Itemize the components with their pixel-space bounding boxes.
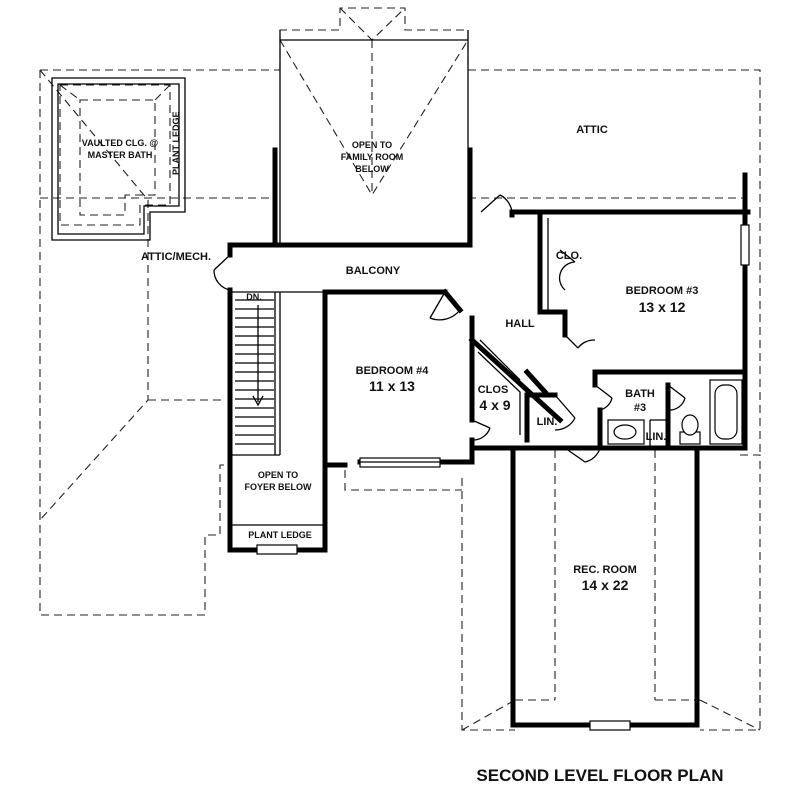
doors [213, 194, 686, 463]
plant-ledge-bottom-label: PLANT LEDGE [248, 530, 312, 540]
solid-walls [227, 172, 751, 728]
closet-shelves [477, 218, 549, 435]
open-family-label-2: FAMILY ROOM [341, 152, 404, 162]
clo-label: CLO. [556, 250, 582, 262]
vaulted-label-1: VAULTED CLG. @ [82, 138, 159, 148]
bedroom4-size: 11 x 13 [369, 378, 415, 394]
bath-num: #3 [634, 402, 646, 414]
open-family-label-3: BELOW [355, 164, 389, 174]
open-foyer-label-2: FOYER BELOW [245, 482, 313, 492]
windows [256, 224, 750, 731]
rec-room-name: REC. ROOM [573, 564, 637, 576]
plant-ledge-top-label: PLANT LEDGE [171, 111, 181, 175]
clos-size: 4 x 9 [479, 397, 510, 413]
stair-arrow [252, 305, 264, 407]
vaulted-master-bath-outline [51, 77, 186, 241]
vaulted-label-2: MASTER BATH [88, 150, 153, 160]
open-family-label-1: OPEN TO [352, 140, 392, 150]
clos-name: CLOS [478, 384, 509, 396]
balcony-label: BALCONY [346, 265, 401, 277]
room-labels: VAULTED CLG. @ MASTER BATH PLANT LEDGE O… [82, 111, 699, 593]
bedroom3-name: BEDROOM #3 [626, 285, 699, 297]
bedroom3-size: 13 x 12 [639, 299, 686, 315]
bedroom4-name: BEDROOM #4 [356, 365, 430, 377]
bath-name: BATH [625, 388, 655, 400]
open-foyer-label-1: OPEN TO [258, 470, 298, 480]
lin-label-2: LIN. [646, 431, 667, 443]
lin-label-1: LIN. [537, 416, 558, 428]
hall-label: HALL [505, 318, 535, 330]
attic-mech-label: ATTIC/MECH. [141, 251, 211, 263]
attic-label: ATTIC [576, 124, 608, 136]
roof-outline-lines [39, 7, 761, 731]
rec-room-size: 14 x 22 [582, 577, 629, 593]
family-room-open-box [272, 30, 473, 248]
stair-treads [235, 299, 274, 445]
bath-fixtures [607, 379, 743, 445]
dn-label: DN. [246, 292, 262, 302]
plan-title: SECOND LEVEL FLOOR PLAN [476, 766, 723, 785]
